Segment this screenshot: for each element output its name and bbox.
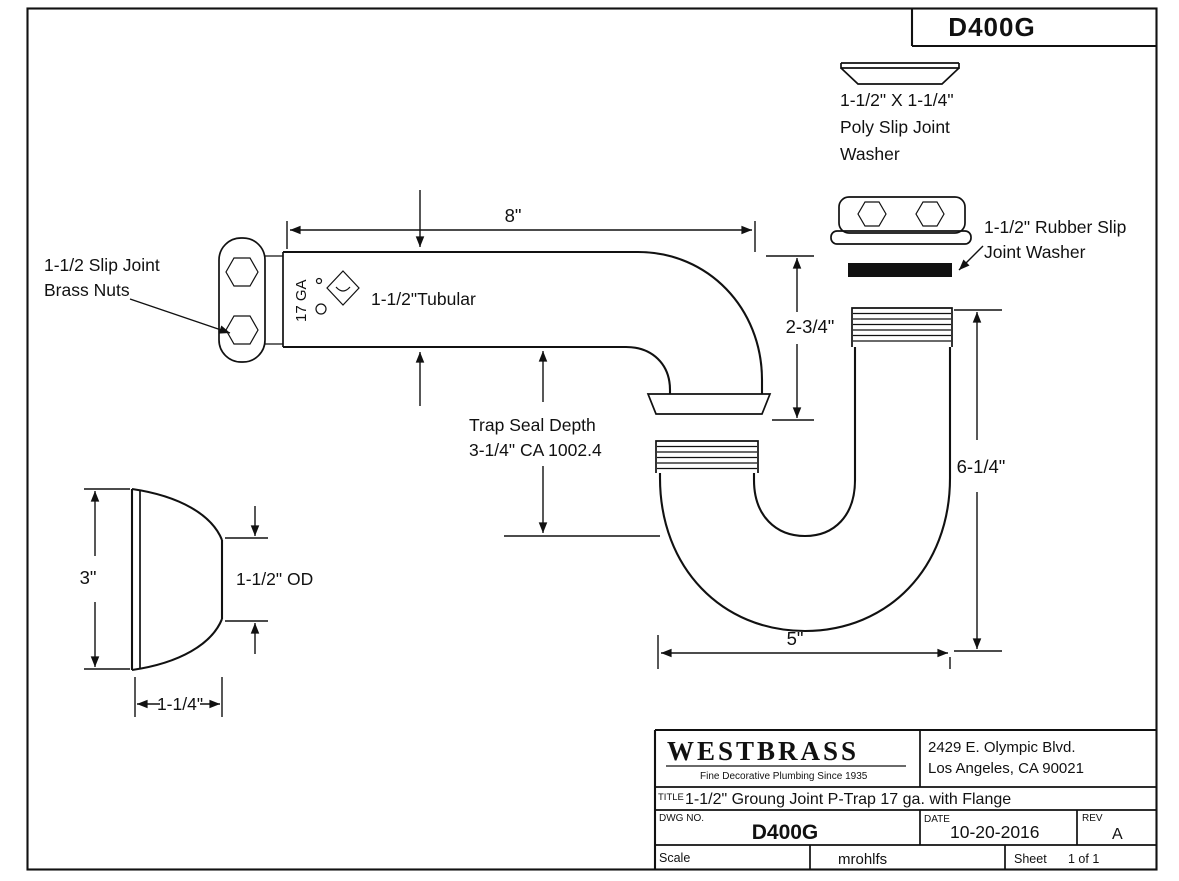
brass-nut-body	[218, 237, 266, 363]
brass-nut-label-2: Brass Nuts	[44, 280, 130, 300]
date-label: DATE	[924, 814, 950, 825]
dim-outlet-drop: 2-3/4"	[766, 255, 835, 421]
drawing-title: 1-1/2" Groung Joint P-Trap 17 ga. with F…	[685, 791, 1011, 808]
elbow-flange	[646, 393, 772, 415]
sheet-border	[26, 7, 1158, 871]
dim3-value: 3"	[80, 567, 97, 588]
j-bend-inner	[752, 347, 857, 538]
brass-nut-hex-top	[225, 257, 259, 287]
slip-nut-body	[838, 196, 966, 234]
rubber-washer-figure: 1-1/2" Rubber Slip Joint Washer	[848, 217, 1126, 277]
flange-bottom-curve	[131, 618, 223, 672]
tube-bottom-outline	[283, 345, 672, 394]
trapseal-label-1: Trap Seal Depth	[469, 415, 596, 435]
gauge-label: 17 GA	[293, 279, 310, 322]
stamp-diamond	[326, 270, 360, 306]
outlet-threads	[853, 312, 951, 342]
dim8-value: 8"	[505, 205, 522, 226]
rubber-washer-label-2: Joint Washer	[984, 242, 1086, 262]
sheet-label: Sheet	[1014, 852, 1047, 866]
brass-nut-hex-bottom	[225, 315, 259, 345]
brass-nut-label-1: 1-1/2 Slip Joint	[44, 255, 160, 275]
j-bend-outer	[658, 347, 952, 633]
company-name: WESTBRASS	[667, 736, 859, 766]
flange-figure: 3" 1-1/2" OD 1-1/4"	[80, 487, 313, 717]
address-line1: 2429 E. Olympic Blvd.	[928, 739, 1076, 756]
dim-horizontal-run: 8"	[286, 205, 756, 252]
dwg-no-value: D400G	[752, 821, 819, 844]
dimod-value: 1-1/2" OD	[236, 569, 313, 589]
inlet-threads	[657, 445, 757, 470]
brass-nut-leader	[129, 298, 231, 334]
stamp-registered-circle	[315, 303, 327, 315]
dim-trap-seal: Trap Seal Depth 3-1/4" CA 1002.4	[469, 350, 660, 537]
title-label: TITLE	[658, 792, 684, 803]
title-block: WESTBRASS Fine Decorative Plumbing Since…	[653, 728, 1157, 870]
flange-top-curve	[131, 487, 223, 541]
dim234-value: 2-3/4"	[786, 316, 835, 337]
dim-overall-height: 6-1/4"	[954, 309, 1006, 652]
poly-washer-figure: 1-1/2" X 1-1/4" Poly Slip Joint Washer	[840, 62, 960, 164]
address-line2: Los Angeles, CA 90021	[928, 760, 1084, 777]
sheet-value: 1 of 1	[1068, 852, 1099, 866]
slip-nut-figure	[830, 196, 972, 245]
poly-washer-band	[840, 63, 960, 69]
slip-nut-flange	[830, 230, 972, 245]
rubber-washer	[848, 263, 952, 277]
slip-nut-hex-left	[857, 201, 887, 227]
scale-label: Scale	[659, 851, 690, 865]
dim5-value: 5"	[787, 628, 804, 649]
poly-washer-skirt	[840, 67, 960, 85]
inlet-collar	[655, 440, 759, 473]
dim-trap-width: 5"	[657, 628, 951, 669]
p-trap-body: 1-1/2"Tubular 17 GA	[282, 250, 953, 633]
dwg-no-label: DWG NO.	[659, 813, 704, 824]
dim614-value: 6-1/4"	[957, 456, 1006, 477]
drawing-number-box: D400G	[910, 8, 1157, 48]
slip-nut-hex-right	[915, 201, 945, 227]
rubber-washer-label-1: 1-1/2" Rubber Slip	[984, 217, 1126, 237]
rev-value: A	[1112, 826, 1123, 843]
stamp-mark	[335, 286, 351, 292]
dim114-value: 1-1/4"	[157, 694, 203, 714]
tube-top-outline	[283, 250, 764, 394]
poly-washer-label-2: Poly Slip Joint	[840, 117, 950, 137]
date-value: 10-20-2016	[950, 822, 1040, 842]
rubber-washer-leader	[958, 245, 984, 271]
company-tagline: Fine Decorative Plumbing Since 1935	[700, 771, 868, 782]
trapseal-label-2: 3-1/4" CA 1002.4	[469, 440, 602, 460]
tubular-label: 1-1/2"Tubular	[371, 289, 476, 309]
outlet-collar	[851, 307, 953, 347]
poly-washer-label-3: Washer	[840, 144, 900, 164]
rev-label: REV	[1082, 813, 1103, 824]
drawn-by-value: mrohlfs	[838, 851, 887, 868]
brass-nut-figure: 1-1/2 Slip Joint Brass Nuts	[44, 237, 283, 363]
drawing-number: D400G	[948, 12, 1035, 42]
stamp-degree-circle	[315, 277, 323, 285]
poly-washer-label-1: 1-1/2" X 1-1/4"	[840, 90, 954, 110]
manufacturer-stamp-icon	[315, 270, 360, 315]
